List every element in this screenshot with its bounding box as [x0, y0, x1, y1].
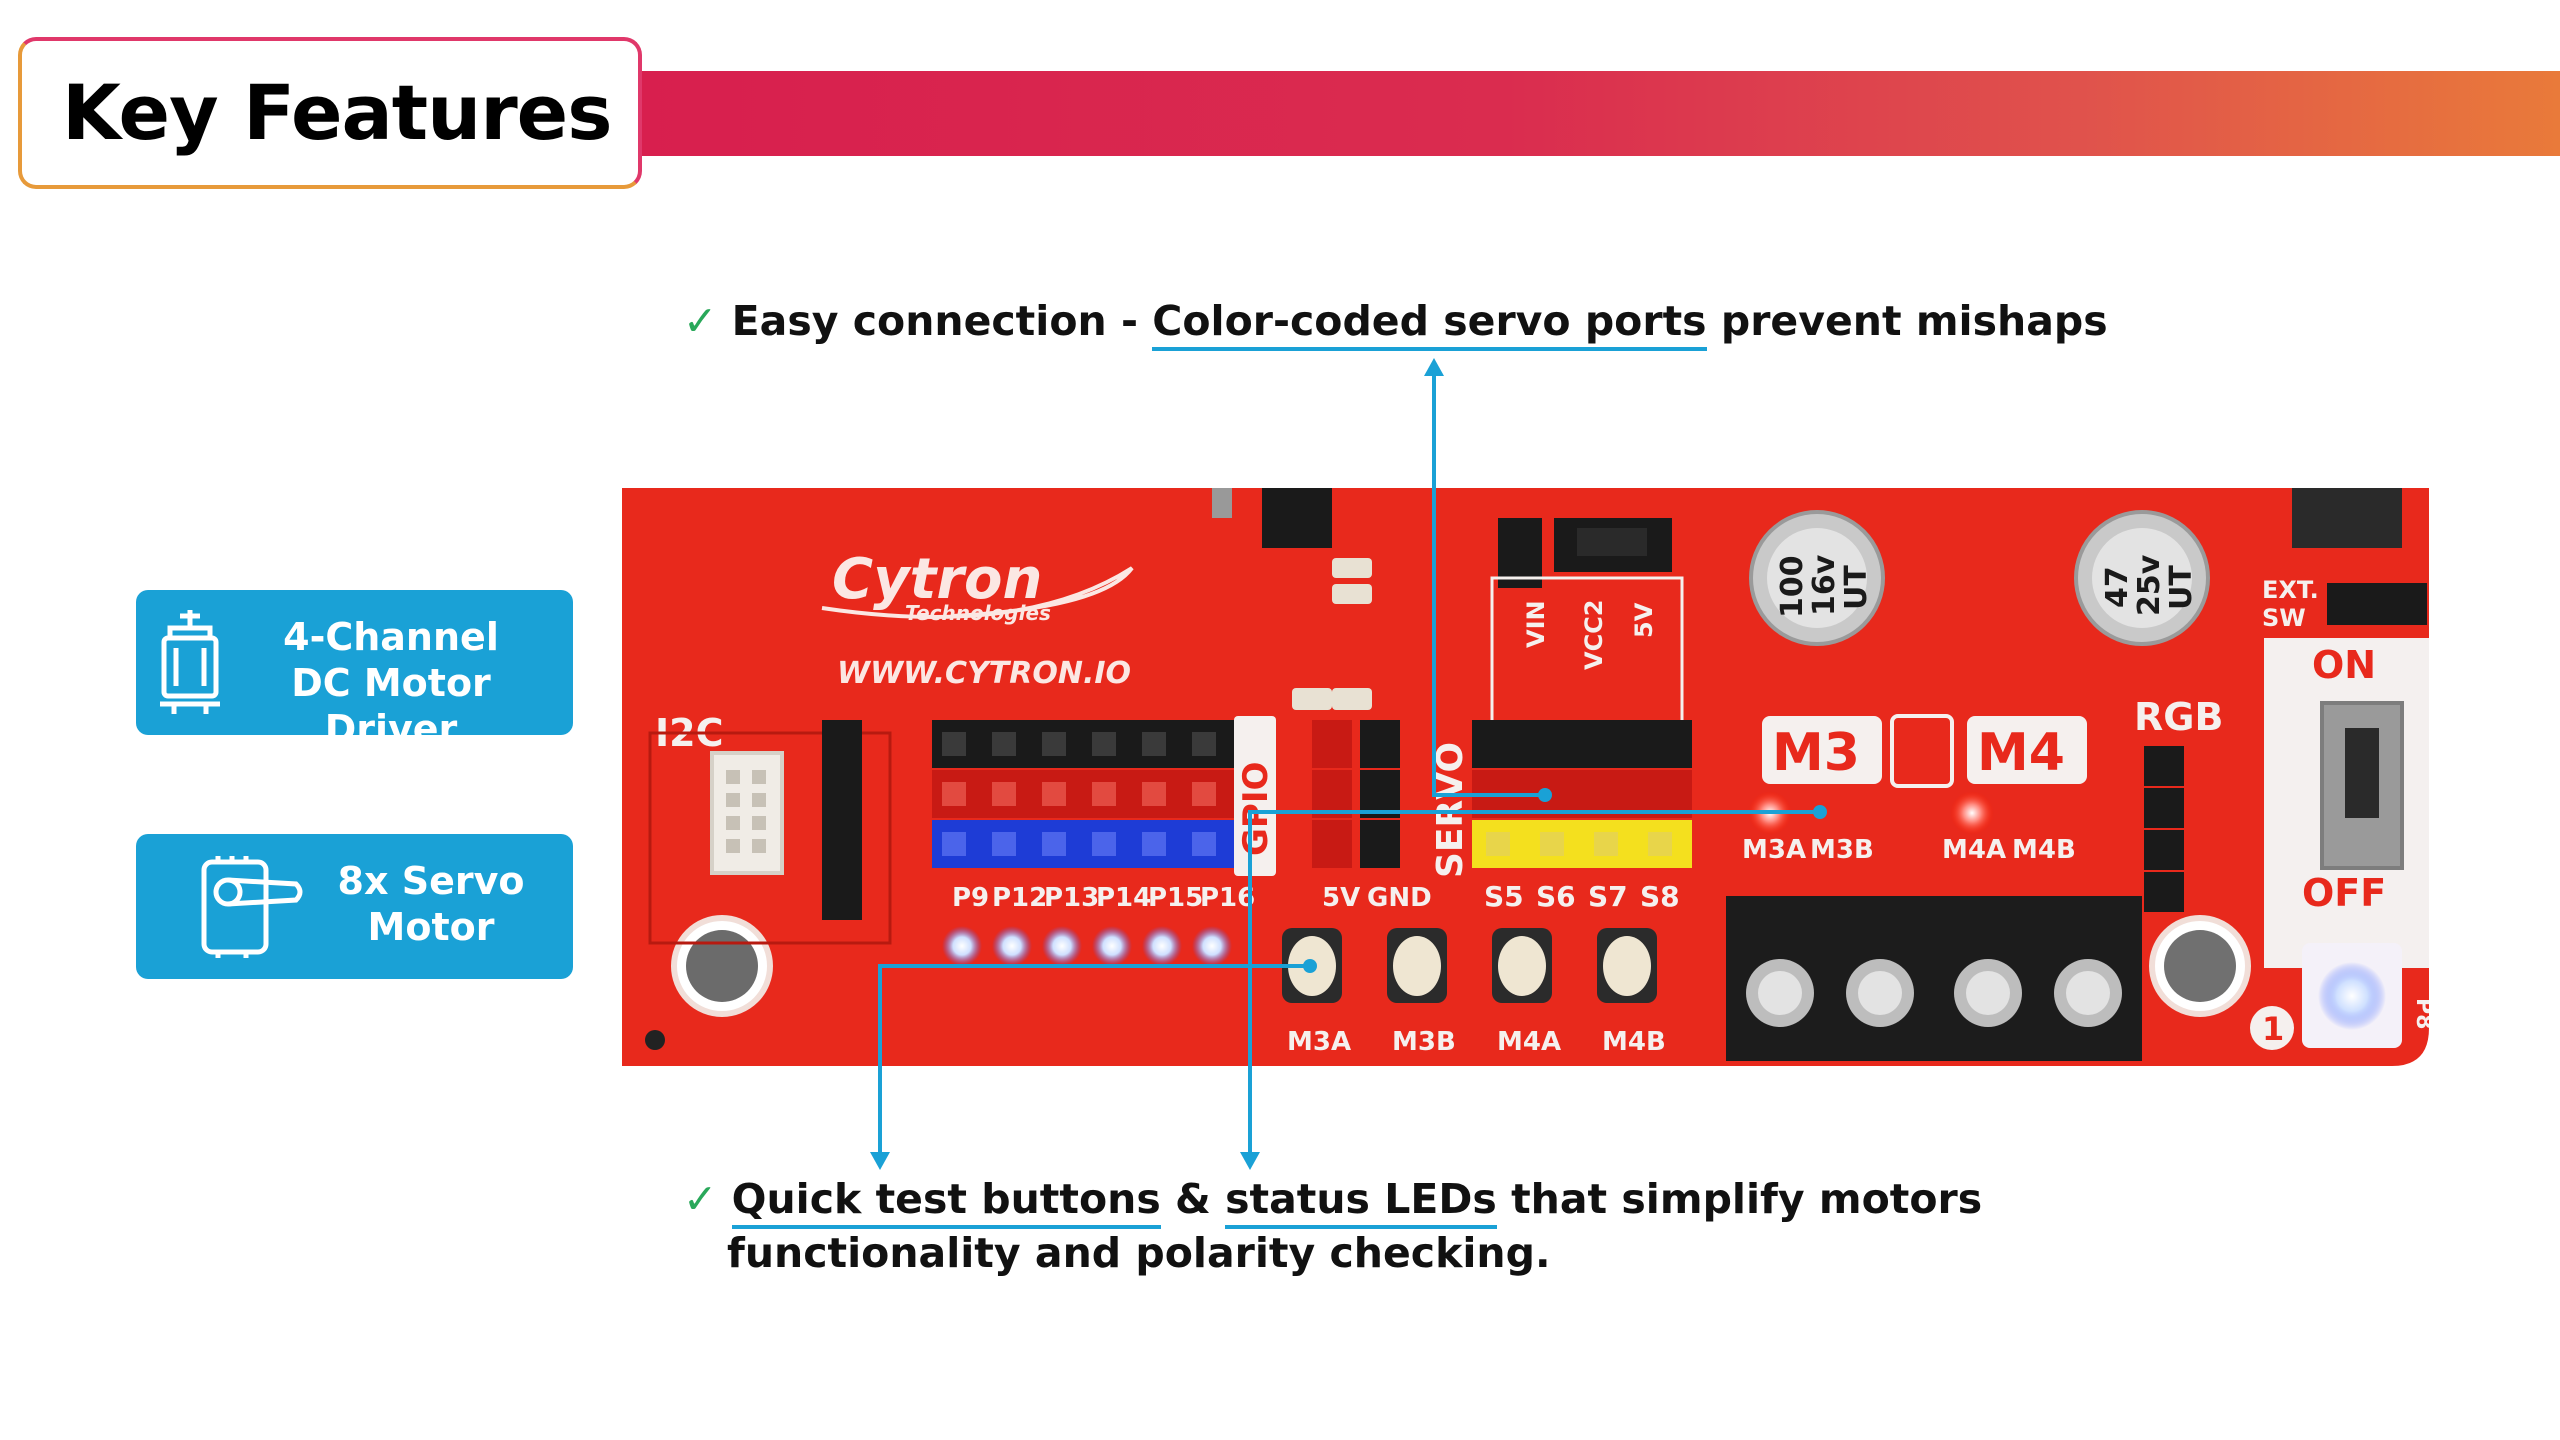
- m3b-led-label: M3B: [1810, 835, 1874, 865]
- feature-suffix: that simplify motors: [1496, 1175, 1983, 1223]
- cap2-brand: UT: [2164, 565, 2199, 610]
- title-box: [18, 37, 642, 189]
- power-label-5v: 5V: [1322, 883, 1360, 913]
- feature-highlight-buttons: Quick test buttons: [731, 1175, 1161, 1229]
- cap2-voltage: 25v: [2132, 554, 2167, 616]
- pwr-pin-label: VIN: [1522, 600, 1550, 648]
- test-button-label: M4A: [1497, 1027, 1561, 1057]
- gpio-port-label: P12: [992, 883, 1047, 913]
- dc-motor-driver-badge: 4-Channel DC Motor Driver: [136, 590, 573, 751]
- sw-label: SW: [2262, 604, 2306, 632]
- gpio-port-label: P13: [1044, 883, 1099, 913]
- gpio-port-label: P14: [1096, 883, 1151, 913]
- pwr-pin-label: VCC2: [1580, 600, 1608, 671]
- board-url: WWW.CYTRON.IO: [837, 656, 1131, 691]
- header-banner-bar: [640, 71, 2560, 156]
- badge-line2: DC Motor Driver: [291, 661, 491, 751]
- checkmark-icon: ✓: [683, 297, 718, 345]
- status-leds: [942, 926, 1232, 966]
- test-button-label: M3B: [1392, 1027, 1456, 1057]
- switch-on-label: ON: [2312, 643, 2376, 687]
- i2c-connector: [710, 751, 784, 875]
- num-label: 1: [2262, 1010, 2284, 1048]
- rgb-label: RGB: [2134, 695, 2223, 739]
- badge-line2: Motor: [367, 905, 495, 949]
- ext-label: EXT.: [2262, 576, 2319, 604]
- test-button-label: M4B: [1602, 1027, 1666, 1057]
- gpio-port-label: P16: [1200, 883, 1255, 913]
- terminal-blocks: [1726, 896, 2142, 1061]
- feature-highlight: Color-coded servo ports: [1152, 297, 1707, 351]
- cap2-value: 47: [2100, 566, 2135, 608]
- badge-line1: 8x Servo: [337, 859, 525, 903]
- gpio-label: GPIO: [1236, 762, 1276, 856]
- feature-quick-test: ✓ Quick test buttons & status LEDs that …: [683, 1172, 1983, 1229]
- page-title: Key Features: [62, 68, 612, 157]
- m4b-led-label: M4B: [2012, 835, 2076, 865]
- gpio-header: [932, 720, 1234, 868]
- servo-port-label: S6: [1536, 880, 1576, 913]
- m4a-led: [1950, 791, 1994, 835]
- badge-line1: 4-Channel: [283, 615, 499, 659]
- pwr-pin-label: 5V: [1630, 602, 1658, 638]
- servo-label: SERVO: [1430, 742, 1471, 878]
- switch-off-label: OFF: [2302, 871, 2386, 915]
- servo-port-label: S5: [1484, 880, 1524, 913]
- m4-label: M4: [1977, 723, 2065, 783]
- servo-motor-icon: [201, 856, 303, 958]
- gpio-port-label: P9: [952, 883, 989, 913]
- servo-port-label: S7: [1588, 880, 1628, 913]
- gpio-port-label: P15: [1148, 883, 1203, 913]
- cap1-value: 100: [1775, 555, 1810, 618]
- m3a-led: [1748, 791, 1792, 835]
- i2c-pin-header: [822, 720, 862, 920]
- servo-motor-badge: 8x Servo Motor: [136, 834, 573, 979]
- feature-highlight-leds: status LEDs: [1225, 1175, 1497, 1229]
- cap1-voltage: 16v: [1807, 554, 1842, 616]
- feature-easy-connection: ✓ Easy connection - Color-coded servo po…: [683, 294, 2108, 351]
- feature-quick-test-line2: functionality and polarity checking.: [727, 1229, 1551, 1277]
- rgb-led: [2318, 962, 2386, 1030]
- cap1-brand: UT: [1839, 565, 1874, 610]
- checkmark-icon: ✓: [683, 1175, 718, 1223]
- m4a-led-label: M4A: [1942, 835, 2006, 865]
- feature-suffix: prevent mishaps: [1706, 297, 2108, 345]
- board-logo-sub: Technologies: [905, 601, 1051, 625]
- m3a-led-label: M3A: [1742, 835, 1806, 865]
- power-label-gnd: GND: [1367, 883, 1432, 913]
- p8-label: P8: [2411, 998, 2429, 1029]
- dc-motor-icon: [160, 610, 220, 714]
- test-button-label: M3A: [1287, 1027, 1351, 1057]
- feature-prefix: Easy connection -: [731, 297, 1153, 345]
- feature-mid: &: [1160, 1175, 1226, 1223]
- maker-board-photo: Cytron Technologies WWW.CYTRON.IO I2C: [622, 488, 2429, 1066]
- board-logo: Cytron: [832, 547, 1042, 612]
- servo-header: [1472, 720, 1692, 868]
- servo-port-label: S8: [1640, 880, 1680, 913]
- m3-label: M3: [1772, 723, 1860, 783]
